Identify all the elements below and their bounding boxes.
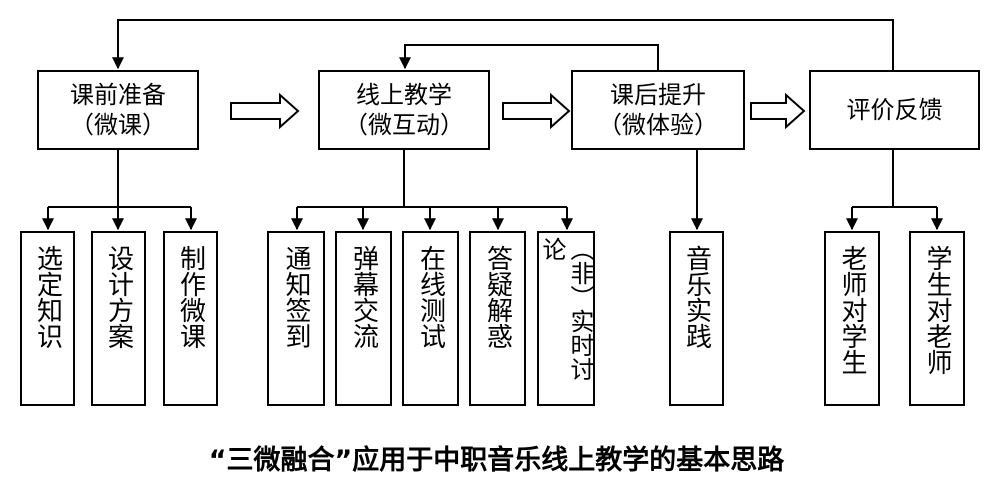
diagram-caption: “三微融合”应用于中职音乐线上教学的基本思路 bbox=[208, 445, 785, 476]
sub-box: 设计方案 bbox=[91, 231, 146, 406]
sub-box-label: 制作微课 bbox=[175, 245, 206, 349]
flow-arrow-1 bbox=[230, 92, 300, 130]
sub-box-label: 学生对老师 bbox=[922, 245, 952, 375]
sub-box-label: 选定知识 bbox=[32, 245, 63, 349]
sub-box-label: 答疑解惑 bbox=[482, 245, 513, 349]
stage-box-prep: 课前准备 （微课） bbox=[37, 70, 199, 150]
sub-box-label: 在线测试 bbox=[415, 245, 446, 349]
stage-title: 评价反馈 bbox=[846, 96, 943, 124]
sub-box: 答疑解惑 bbox=[469, 231, 526, 406]
sub-box: 音乐实践 bbox=[669, 231, 724, 406]
sub-box: 学生对老师 bbox=[909, 231, 965, 406]
sub-box: （非）实时讨论 bbox=[537, 231, 595, 406]
sub-box-label: （非）实时讨论 bbox=[538, 237, 594, 381]
inner-loop-arrow bbox=[399, 44, 659, 70]
sub-box-label: 设计方案 bbox=[103, 245, 134, 349]
stage-subtitle: （微互动） bbox=[344, 111, 464, 139]
flow-arrow-2 bbox=[502, 92, 571, 130]
sub-box-label: 音乐实践 bbox=[681, 245, 712, 349]
flow-arrow-3 bbox=[750, 92, 806, 130]
sub-box-label: 老师对学生 bbox=[837, 245, 867, 375]
sub-box-label: 通知签到 bbox=[281, 245, 311, 349]
stage-subtitle: （微课） bbox=[70, 111, 166, 139]
sub-box: 老师对学生 bbox=[824, 231, 880, 406]
sub-box: 制作微课 bbox=[163, 231, 218, 406]
stage-box-eval: 评价反馈 bbox=[809, 70, 980, 150]
sub-box: 选定知识 bbox=[20, 231, 75, 406]
stage-box-after: 课后提升 （微体验） bbox=[571, 70, 745, 150]
stage-box-online: 线上教学 （微互动） bbox=[318, 70, 490, 150]
stage-title: 课后提升 bbox=[610, 81, 706, 109]
sub-box: 通知签到 bbox=[267, 231, 325, 406]
sub-box: 在线测试 bbox=[402, 231, 459, 406]
sub-box-label: 弹幕交流 bbox=[348, 245, 379, 349]
feedback-loop-arrow bbox=[112, 19, 894, 70]
sub-box: 弹幕交流 bbox=[335, 231, 392, 406]
stage-title: 线上教学 bbox=[356, 81, 452, 109]
stage-subtitle: （微体验） bbox=[598, 111, 718, 139]
stage-title: 课前准备 bbox=[70, 81, 166, 109]
